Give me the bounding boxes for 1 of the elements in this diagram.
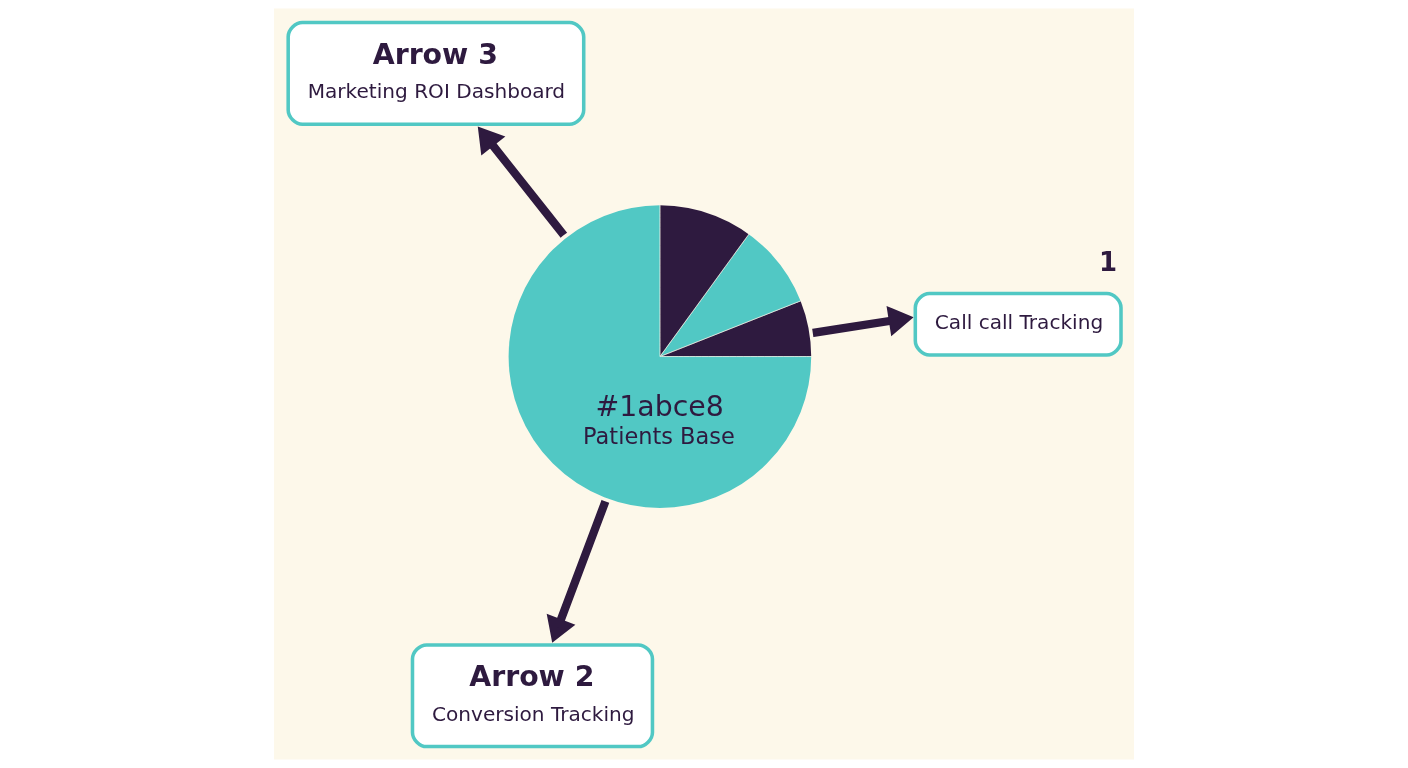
node-label: 1 — [1099, 247, 1118, 278]
